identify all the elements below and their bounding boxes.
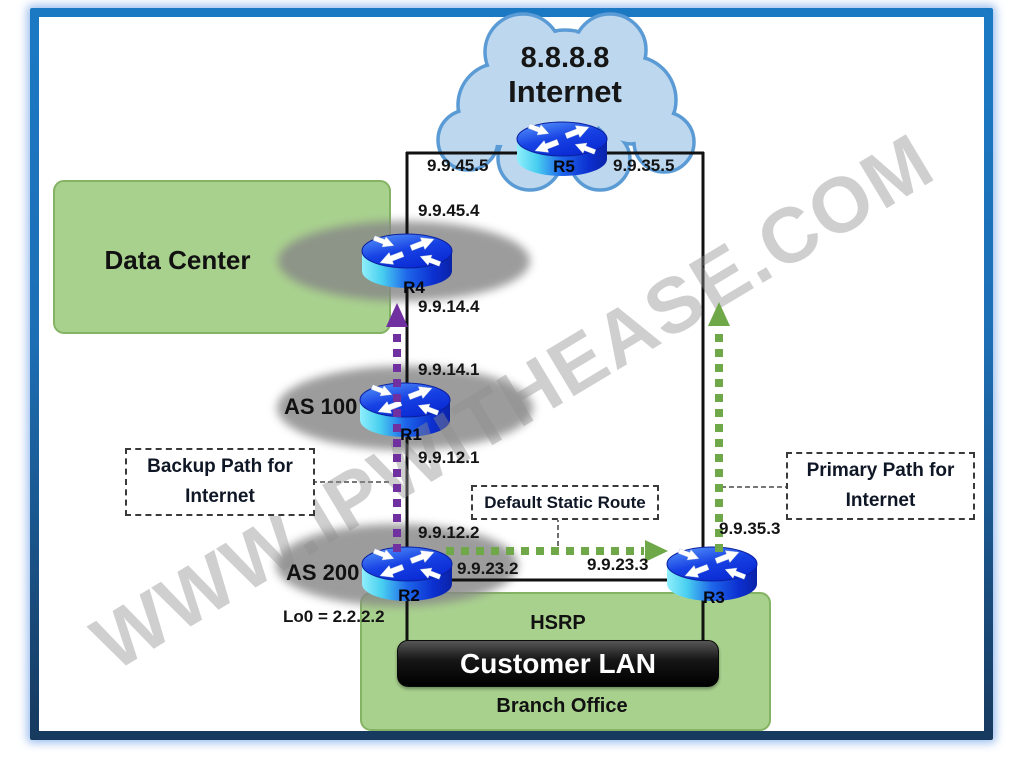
backup-path-arrow xyxy=(386,303,408,552)
router-r2-label: R2 xyxy=(398,586,420,605)
hsrp-label: HSRP xyxy=(530,612,586,634)
ip-r5-right: 9.9.35.5 xyxy=(613,156,675,175)
callout-leaders xyxy=(312,481,787,548)
as100-label: AS 100 xyxy=(284,394,358,419)
internet-label: Internet xyxy=(508,74,622,109)
customer-lan-bar: Customer LAN xyxy=(397,640,719,687)
primary-path-callout-text: Primary Path for Internet xyxy=(806,459,955,511)
default-static-route-text: Default Static Route xyxy=(484,492,646,512)
ip-r5-left: 9.9.45.5 xyxy=(427,156,489,175)
ip-r1-top: 9.9.14.1 xyxy=(418,360,480,379)
ip-r1-bottom: 9.9.12.1 xyxy=(418,448,480,467)
default-static-route-callout: Default Static Route xyxy=(471,485,659,520)
router-r1-label: R1 xyxy=(400,425,422,444)
primary-path-callout: Primary Path for Internet xyxy=(786,452,975,520)
ip-r3-left: 9.9.23.3 xyxy=(587,555,649,574)
ip-r3-top: 9.9.35.3 xyxy=(719,519,781,538)
customer-lan-label: Customer LAN xyxy=(459,647,656,679)
branch-office-title: Branch Office xyxy=(496,695,628,717)
router-r3-label: R3 xyxy=(703,588,725,607)
default-static-route-arrow xyxy=(446,540,668,562)
as200-label: AS 200 xyxy=(286,560,360,585)
primary-path-arrow xyxy=(708,302,730,552)
ip-r4-top: 9.9.45.4 xyxy=(418,201,480,220)
ip-r4-bottom: 9.9.14.4 xyxy=(418,297,480,316)
internet-ip-label: 8.8.8.8 xyxy=(520,42,610,74)
r2-loopback-label: Lo0 = 2.2.2.2 xyxy=(283,607,385,626)
data-center-title: Data Center xyxy=(104,245,251,275)
backup-path-callout: Backup Path for Internet xyxy=(125,448,315,516)
router-r4-label: R4 xyxy=(403,278,425,297)
router-r5-label: R5 xyxy=(553,157,575,176)
ip-r2-top: 9.9.12.2 xyxy=(418,523,480,542)
backup-path-callout-text: Backup Path for Internet xyxy=(147,455,293,507)
ip-r2-right: 9.9.23.2 xyxy=(457,559,519,578)
